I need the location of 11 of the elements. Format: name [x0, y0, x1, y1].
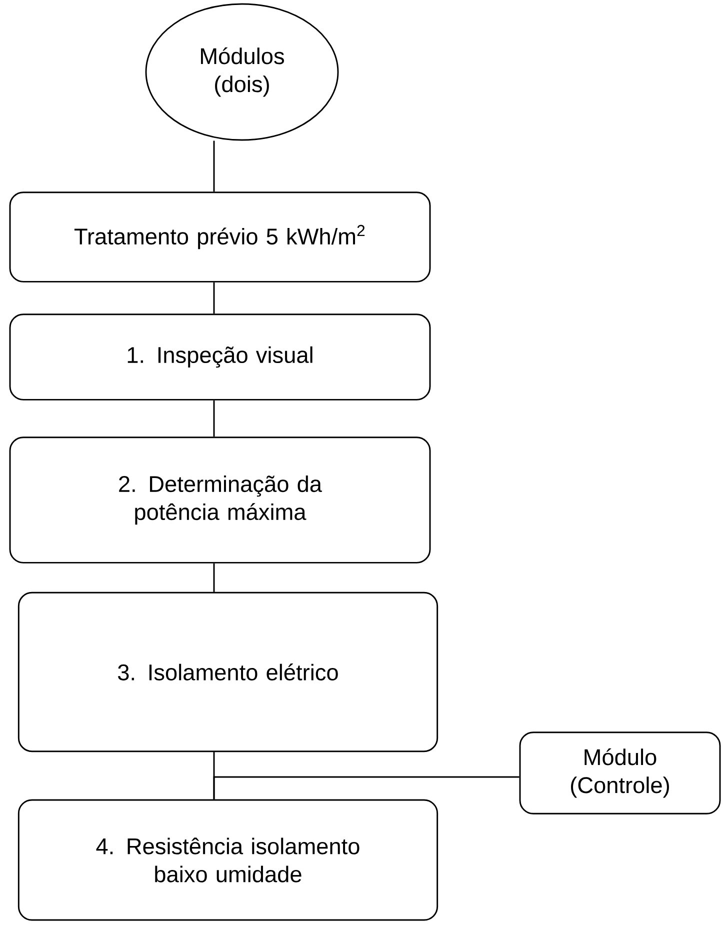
- process-box: 1. Inspeção visual: [9, 314, 431, 400]
- control-box: Módulo (Controle): [519, 732, 721, 814]
- process-box: 4. Resistência isolamento baixo umidade: [18, 799, 438, 921]
- connector-line: [213, 563, 215, 592]
- connector-line: [213, 140, 215, 192]
- process-box: Tratamento prévio 5 kWh/m$^{2}$: [9, 192, 431, 282]
- process-box: 3. Isolamento elétrico: [18, 592, 438, 752]
- connector-line: [213, 282, 215, 314]
- connector-line: [213, 776, 520, 800]
- process-box: 2. Determinação da potência máxima: [9, 436, 431, 564]
- connector-line: [213, 400, 215, 437]
